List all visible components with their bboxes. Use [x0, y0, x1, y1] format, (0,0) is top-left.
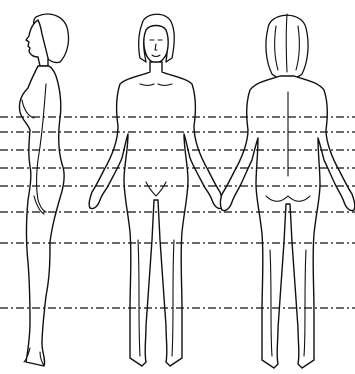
back-view-figure: [221, 14, 355, 368]
front-view-figure: [89, 14, 223, 366]
side-view-figure: [19, 14, 68, 366]
front-body: [89, 62, 223, 366]
